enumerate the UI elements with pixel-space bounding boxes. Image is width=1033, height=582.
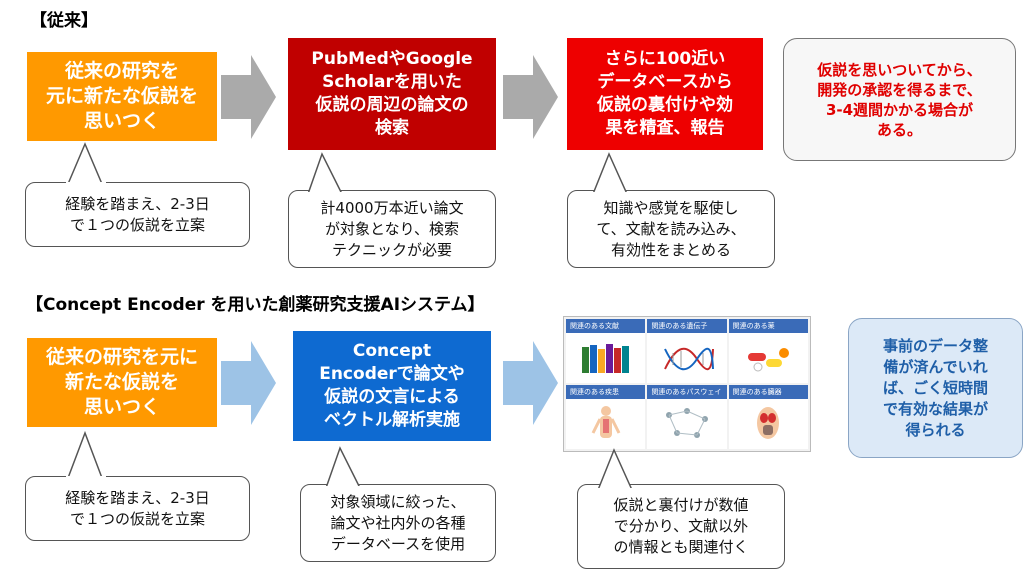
bubble-tail-icon (591, 152, 631, 196)
organs-icon (757, 407, 780, 439)
pills-icon (748, 348, 790, 372)
ai-benefit-note: 事前のデータ整 備が済んでいれ ば、ごく短時間 で有効な結果が 得られる (848, 318, 1023, 458)
bubble-ai-numeric: 仮説と裏付けが数値 で分かり、文献以外 の情報とも関連付く (577, 484, 785, 569)
section-heading-ai-system: 【Concept Encoder を用いた創薬研究支援AIシステム】 (26, 295, 485, 315)
panel-cell-diseases: 関連のある疾患 (566, 385, 646, 449)
related-results-panel: 関連のある文献 関連のある遺伝子 関連のある薬 (563, 316, 811, 452)
panel-cell-label: 関連のある文献 (566, 319, 646, 333)
panel-cell-drugs: 関連のある薬 (728, 319, 808, 383)
ai-step-vector-analysis: Concept Encoderで論文や 仮説の文言による ベクトル解析実施 (293, 331, 491, 441)
panel-cell-pathways: 関連のあるパスウェイ (647, 385, 727, 449)
panel-cell-genes: 関連のある遺伝子 (647, 319, 727, 383)
gray-arrow-2-icon (503, 55, 558, 139)
panel-cell-label: 関連のある薬 (728, 319, 808, 333)
panel-cell-organs: 関連のある臓器 (728, 385, 808, 449)
dna-icon (664, 347, 714, 371)
conventional-duration-note: 仮説を思いついてから、 開発の承認を得るまで、 3-4週間かかる場合が ある。 (783, 38, 1016, 161)
panel-cell-papers: 関連のある文献 (566, 319, 646, 383)
ai-step-hypothesis: 従来の研究を元に 新たな仮説を 思いつく (27, 338, 217, 427)
panel-cell-label: 関連のある遺伝子 (647, 319, 727, 333)
bubble-conventional-experience: 経験を踏まえ、2-3日 で１つの仮説を立案 (25, 182, 250, 247)
bubble-tail-icon (596, 448, 636, 492)
bubble-ai-databases: 対象領域に絞った、 論文や社内外の各種 データベースを使用 (300, 484, 496, 562)
panel-cell-label: 関連のある臓器 (728, 385, 808, 399)
conventional-step-search: PubMedやGoogle Scholarを用いた 仮説の周辺の論文の 検索 (288, 38, 496, 150)
body-icon (591, 406, 620, 438)
bubble-tail-icon (306, 152, 346, 196)
blue-arrow-1-icon (221, 341, 276, 425)
bubble-tail-icon (324, 446, 364, 490)
pathway-icon (665, 408, 708, 438)
section-heading-conventional: 【従来】 (30, 11, 98, 31)
bubble-tail-icon (66, 142, 106, 186)
bubble-conventional-papers: 計4000万本近い論文 が対象となり、検索 テクニックが必要 (288, 190, 496, 268)
gray-arrow-1-icon (221, 55, 276, 139)
conventional-step-hypothesis: 従来の研究を 元に新たな仮説を 思いつく (27, 52, 217, 141)
bubble-tail-icon (66, 430, 106, 480)
conventional-step-validate: さらに100近い データベースから 仮説の裏付けや効 果を精査、報告 (567, 38, 763, 150)
books-icon (581, 344, 629, 373)
panel-cell-label: 関連のある疾患 (566, 385, 646, 399)
bubble-conventional-knowledge: 知識や感覚を駆使し て、文献を読み込み、 有効性をまとめる (567, 190, 775, 268)
panel-cell-label: 関連のあるパスウェイ (647, 385, 727, 399)
blue-arrow-2-icon (503, 341, 558, 425)
bubble-ai-experience: 経験を踏まえ、2-3日 で１つの仮説を立案 (25, 476, 250, 541)
